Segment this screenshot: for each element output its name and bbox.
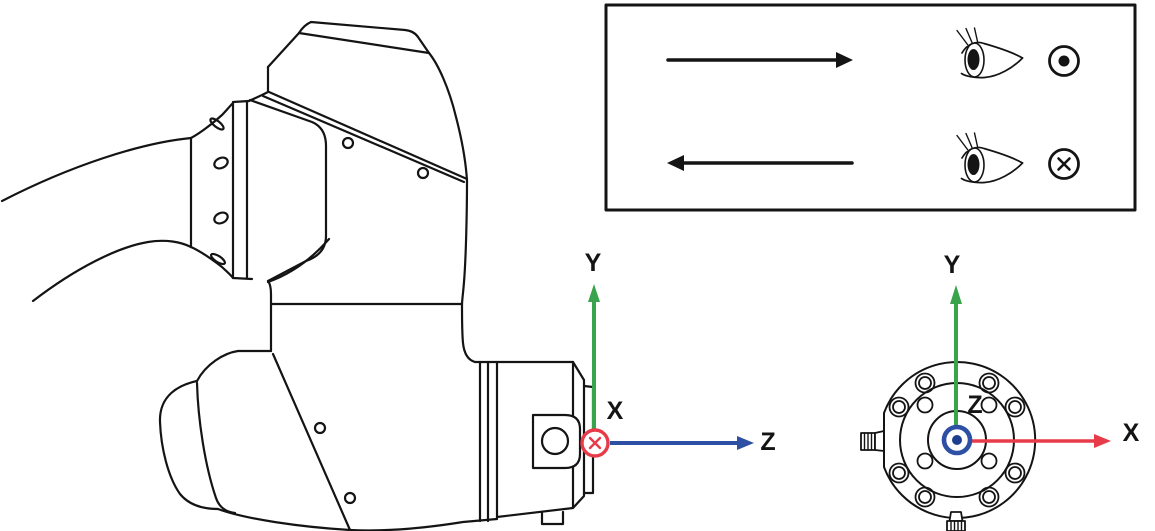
bolt-hole	[918, 376, 932, 390]
z-axis-arrowhead	[737, 436, 754, 450]
bolt-hole	[980, 396, 998, 414]
side-x-axis-label: X	[607, 397, 624, 425]
tool-mount	[473, 360, 595, 526]
inner-bolt-holes	[916, 396, 998, 470]
legend	[604, 3, 1137, 212]
bolt-hole	[982, 490, 996, 504]
housing-inner-panel	[248, 98, 328, 283]
bolt-hole-rim	[888, 462, 910, 484]
motion-arrow-right-head	[836, 52, 853, 68]
lower-housing-bottom	[216, 507, 499, 531]
screw-hole	[416, 166, 430, 180]
bolt-hole-rim	[1004, 396, 1026, 418]
bolt-hole-rim	[1004, 462, 1026, 484]
housing-diagonal-seam	[261, 90, 469, 184]
housing-right-edge-upper	[427, 51, 469, 183]
screw-hole	[313, 421, 327, 435]
clamp-band	[189, 99, 254, 281]
fitting-knurl-ridges	[950, 520, 963, 531]
lower-housing-top	[195, 349, 273, 383]
fitting-knurl-ridges	[863, 432, 873, 451]
bolt-hole-rim	[888, 396, 910, 418]
bolt-hole	[916, 396, 934, 414]
bolt-hole	[1008, 400, 1022, 414]
housing-inner-panel-curve	[266, 237, 331, 284]
screw-hole	[343, 491, 357, 505]
bolt-hole-rim	[978, 372, 1000, 394]
bolt-hole	[916, 452, 934, 470]
x-into-page-cross	[588, 436, 602, 450]
mount-plate-lines	[478, 360, 499, 523]
bolt-hole-rim	[914, 486, 936, 508]
cross-in-circle	[1048, 148, 1080, 180]
housing-top-cap	[266, 20, 431, 69]
side-z-axis-label: Z	[760, 428, 775, 456]
lower-housing-outer-lobe	[158, 379, 220, 511]
legend-row-motion-left	[667, 155, 854, 171]
housing-cap-seam	[297, 31, 431, 55]
side-y-axis-label: Y	[585, 249, 602, 277]
flange-x-axis-label: X	[1123, 419, 1140, 447]
bolt-hole	[980, 452, 998, 470]
y-axis-arrowhead	[588, 284, 600, 302]
bolt-hole-rim	[978, 486, 1000, 508]
mount-bottom-tab	[540, 510, 565, 526]
flange-y-axis-label: Y	[944, 251, 961, 279]
band-lines	[231, 99, 254, 281]
eye-icon	[956, 27, 1024, 79]
bolt-hole-rim	[914, 372, 936, 394]
fitting-knurl	[946, 520, 966, 531]
band-hole	[209, 117, 225, 131]
robot-side-view	[0, 20, 595, 531]
dot-out-circle	[1048, 45, 1080, 77]
bolt-hole	[982, 376, 996, 390]
dot-out-dot	[1058, 55, 1070, 67]
eye-icon	[956, 132, 1024, 184]
lower-housing-diagonal	[271, 352, 352, 531]
bolt-hole	[892, 466, 906, 480]
dot-out-of-page-icon	[1048, 45, 1080, 77]
cross-in-cross	[1057, 157, 1071, 171]
fitting-collar	[948, 511, 964, 522]
side-axis-frame: Y X Z	[580, 249, 776, 458]
bolt-hole	[918, 490, 932, 504]
band-hole	[213, 211, 229, 225]
legend-border	[604, 3, 1137, 212]
lower-housing-inner-lobe	[195, 381, 237, 515]
cross-into-page-icon	[1048, 148, 1080, 180]
bolt-hole	[1008, 466, 1022, 480]
flange-side-fitting-bottom	[946, 511, 966, 531]
screw-hole	[341, 136, 355, 150]
outer-bolt-holes	[888, 372, 1026, 508]
arm-tube-lower-outline	[31, 239, 193, 303]
tool-block-bore	[540, 426, 570, 456]
legend-row-motion-right	[666, 52, 853, 68]
flange-axis-frame: Y X Z	[941, 251, 1140, 456]
arm-tube-upper-outline	[0, 136, 193, 203]
motion-arrow-left-head	[667, 155, 684, 171]
housing-neck	[266, 279, 273, 353]
housing-left-corner	[247, 65, 270, 103]
flange-y-axis-arrowhead	[950, 285, 962, 304]
band-hole	[213, 156, 229, 170]
wrist-housing	[247, 20, 477, 364]
band-hole	[209, 252, 227, 266]
fitting-collar	[874, 430, 885, 452]
flange-side-fitting-left	[860, 430, 885, 452]
clamp-bottom-curve	[189, 245, 235, 280]
housing-right-edge-lower	[460, 179, 477, 364]
flange-z-axis-label: Z	[967, 391, 982, 419]
flange-x-axis-arrowhead	[1094, 434, 1111, 448]
z-out-of-page-dot	[952, 435, 962, 445]
lower-housing	[158, 349, 499, 531]
clamp-top-curve	[189, 101, 235, 140]
bolt-hole	[892, 400, 906, 414]
